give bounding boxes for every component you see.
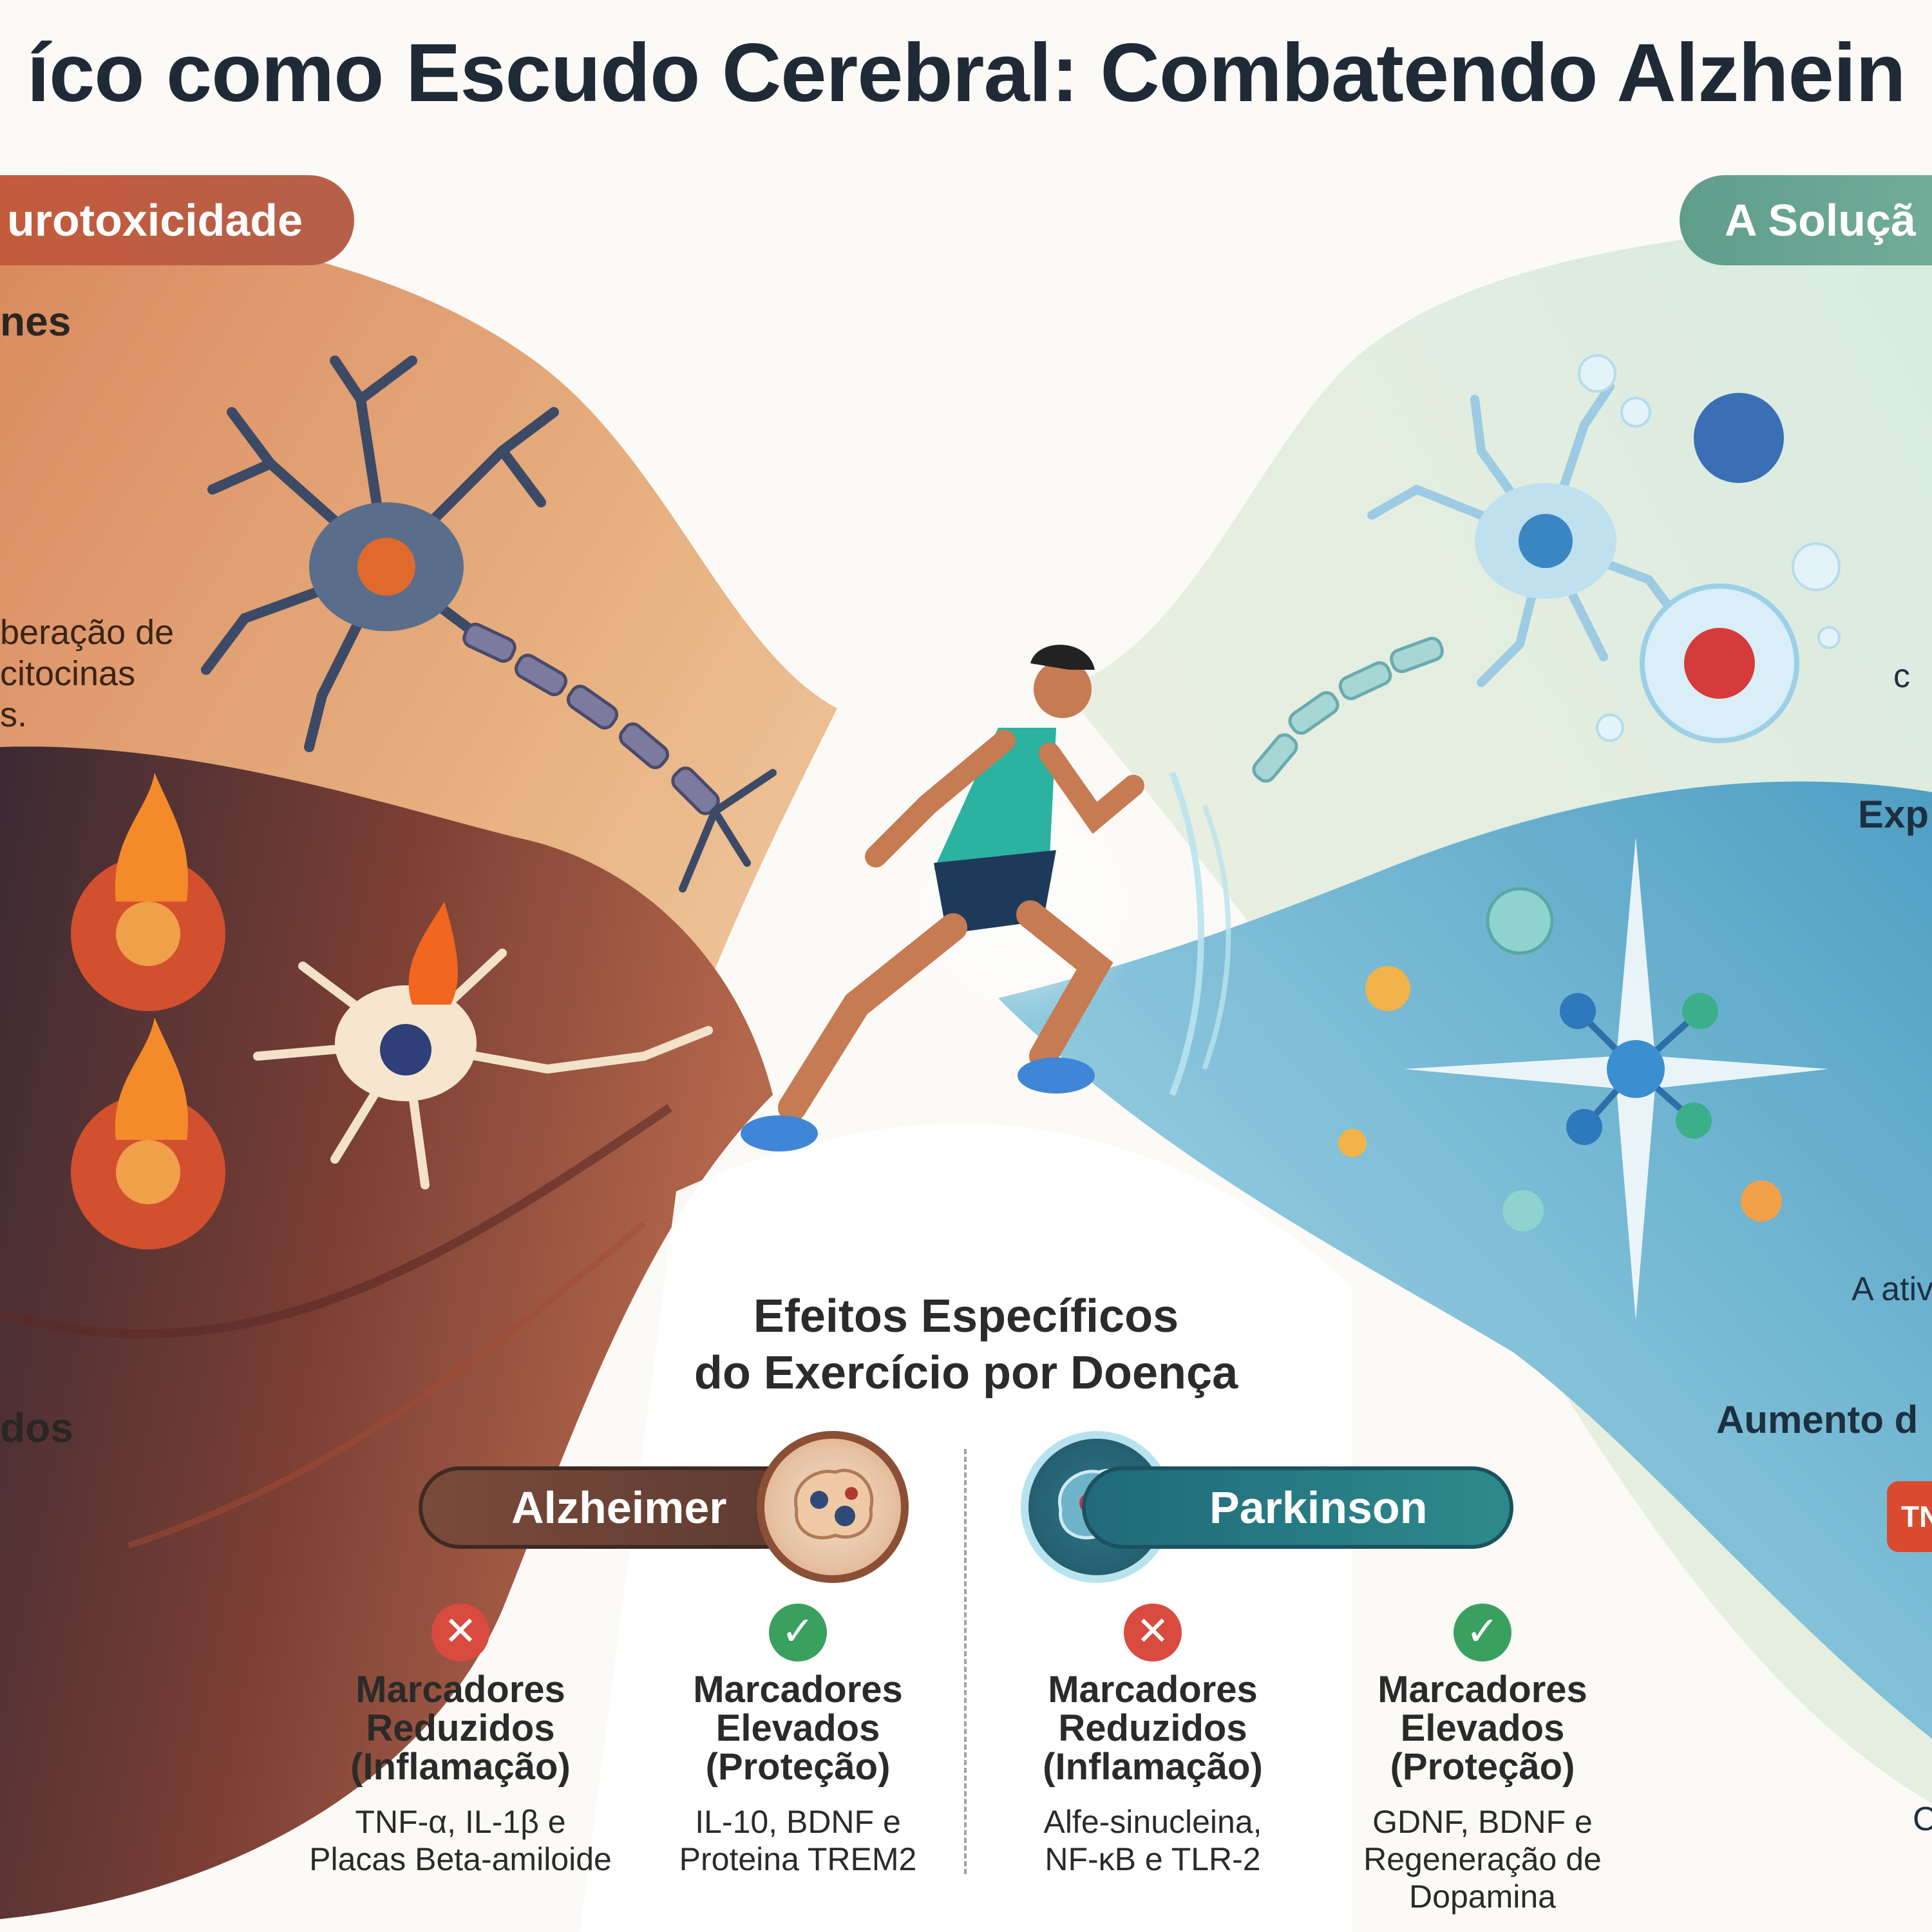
effects-title: Efeitos Específicos do Exercício por Doe… [644,1288,1288,1401]
left-label-top: nes [0,298,71,345]
alz-elevated-head3: (Proteção) [705,1746,891,1788]
alz-reduced-body1: TNF-α, IL-1β e [355,1804,566,1840]
right-label-exp: Exp [1858,793,1929,836]
park-reduced-head1: Marcadores [1048,1669,1258,1710]
park-reduced-head3: (Inflamação) [1043,1746,1263,1788]
alz-elevated-body1: IL-10, BDNF e [695,1804,901,1840]
park-reduced-heading: Marcadores Reduzidos (Inflamação) [1001,1671,1304,1786]
neurotoxicity-pill: urotoxicidade [0,175,354,265]
left-text-line1: beração de [0,613,175,652]
park-elevated-head3: (Proteção) [1390,1746,1575,1788]
right-letter: c [1893,658,1910,695]
right-letter2: C [1913,1801,1932,1838]
effects-title-line1: Efeitos Específicos [753,1291,1179,1342]
park-elevated-heading: Marcadores Elevados (Proteção) [1331,1671,1634,1786]
solution-pill: A Soluçã [1680,175,1932,265]
right-text-fragment: A ativ [1852,1271,1932,1308]
park-elevated-markers: GDNF, BDNF e Regeneração de Dopamina [1302,1803,1663,1915]
park-elevated-head2: Elevados [1400,1707,1565,1749]
alz-reduced-body2: Placas Beta-amiloide [309,1841,612,1877]
alz-reduced-head1: Marcadores [355,1669,565,1710]
park-elevated-body1: GDNF, BDNF e [1372,1804,1593,1840]
park-reduced-head2: Reduzidos [1058,1707,1247,1749]
left-text-line3: s. [0,696,28,734]
disease-divider [964,1449,967,1874]
alz-elevated-body2: Proteina TREM2 [679,1841,917,1877]
elevated-check-icon: ✓ [1454,1604,1511,1662]
park-elevated-head1: Marcadores [1378,1669,1587,1710]
elevated-check-icon: ✓ [769,1604,827,1662]
park-elevated-body3: Dopamina [1409,1879,1556,1915]
alz-reduced-markers: TNF-α, IL-1β e Placas Beta-amiloide [280,1803,641,1878]
left-text-line2: citocinas [0,654,136,693]
parkinson-header: Parkinson [1082,1466,1513,1549]
left-label-bottom: dos [0,1405,73,1451]
effects-title-line2: do Exercício por Doença [694,1347,1238,1399]
park-reduced-body2: NF-κB e TLR-2 [1045,1841,1261,1877]
alz-reduced-heading: Marcadores Reduzidos (Inflamação) [309,1671,612,1786]
park-reduced-body1: Alfe-sinucleina, [1043,1804,1262,1840]
park-elevated-body2: Regeneração de [1363,1841,1602,1877]
runner-figure [741,645,1231,1151]
right-label-aumento: Aumento d [1716,1398,1918,1441]
alz-reduced-head2: Reduzidos [366,1707,555,1749]
alz-elevated-heading: Marcadores Elevados (Proteção) [647,1671,949,1786]
main-title: íco como Escudo Cerebral: Combatendo Alz… [26,27,1906,119]
reduced-x-icon: ✕ [431,1604,489,1662]
reduced-x-icon: ✕ [1124,1604,1182,1662]
tnf-badge: TN [1887,1481,1932,1552]
alz-elevated-head1: Marcadores [693,1669,903,1710]
alz-elevated-markers: IL-10, BDNF e Proteina TREM2 [618,1803,978,1878]
alzheimer-brain-icon [757,1431,909,1583]
park-reduced-markers: Alfe-sinucleina, NF-κB e TLR-2 [972,1803,1333,1878]
alz-elevated-head2: Elevados [715,1707,880,1749]
alz-reduced-head3: (Inflamação) [350,1746,571,1788]
